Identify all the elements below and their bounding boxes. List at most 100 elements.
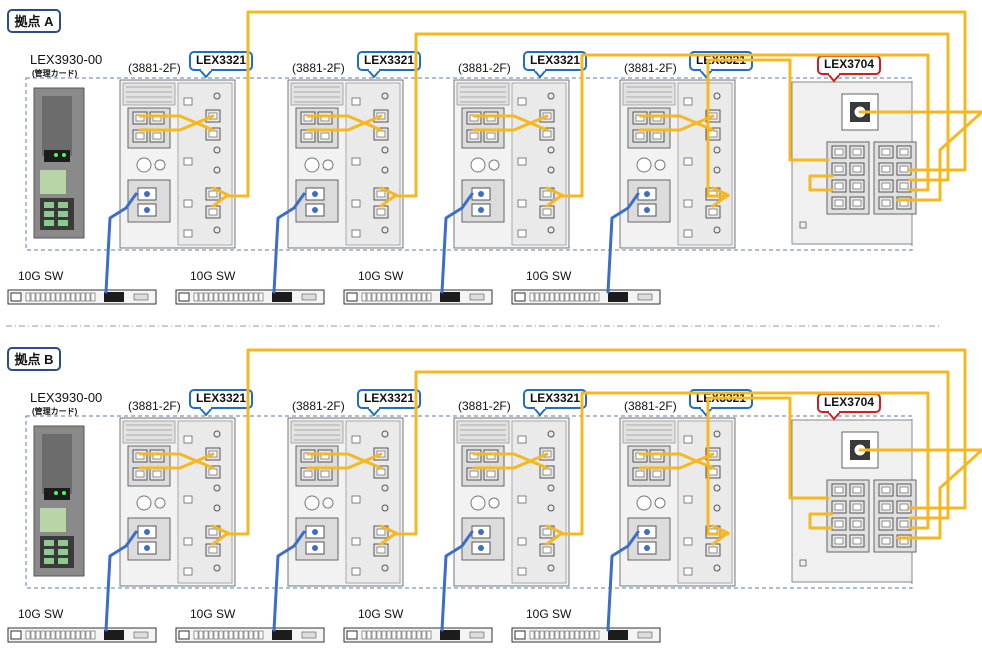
switch-label: 10G SW <box>526 607 572 621</box>
switch-device <box>175 627 325 643</box>
callout-text: LEX3321 <box>364 391 414 405</box>
switch-label: 10G SW <box>358 269 404 283</box>
fiber-patch <box>138 114 215 132</box>
fiber-patch <box>472 114 549 132</box>
copper-cable <box>272 530 306 632</box>
switch-device <box>511 627 661 643</box>
fiber-patch <box>138 114 215 132</box>
fiber-loop <box>808 174 834 192</box>
module-model-callout: LEX3321 <box>357 389 421 417</box>
module-floor-label: (3881-2F) <box>292 61 345 75</box>
fiber-patch <box>138 452 215 470</box>
fiber-trunk <box>394 370 950 536</box>
module-floor-label: (3881-2F) <box>458 399 511 413</box>
media-converter-module <box>119 79 236 249</box>
site-label-text: 拠点 B <box>14 352 53 367</box>
callout-text: LEX3704 <box>824 57 874 71</box>
fiber-trunk <box>394 32 950 198</box>
fiber-patch <box>138 452 215 470</box>
fiber-patch <box>638 114 715 132</box>
panel-model-callout: LEX3704 <box>817 393 881 421</box>
site-label: 拠点 B <box>7 347 61 371</box>
fiber-uplink <box>896 110 982 202</box>
media-converter-module <box>287 79 404 249</box>
copper-cable <box>440 530 474 632</box>
callout-text: LEX3321 <box>530 53 580 67</box>
fiber-patch <box>306 452 383 470</box>
fiber-patch <box>306 114 383 132</box>
module-floor-label: (3881-2F) <box>458 61 511 75</box>
site-label-text: 拠点 A <box>14 14 54 29</box>
module-floor-label: (3881-2F) <box>624 61 677 75</box>
switch-label: 10G SW <box>526 269 572 283</box>
fiber-trunk <box>226 10 967 198</box>
fiber-patch <box>472 452 549 470</box>
fiber-uplink <box>896 448 982 540</box>
fiber-patch <box>306 452 383 470</box>
switch-device <box>175 289 325 305</box>
switch-label: 10G SW <box>190 607 236 621</box>
media-converter-module <box>119 417 236 587</box>
fiber-loop <box>808 512 834 530</box>
fiber-patch <box>472 114 549 132</box>
switch-label: 10G SW <box>190 269 236 283</box>
site-label: 拠点 A <box>7 9 61 33</box>
module-model-callout: LEX3321 <box>357 51 421 79</box>
fiber-trunk <box>706 58 830 198</box>
switch-label: 10G SW <box>358 607 404 621</box>
callout-text: LEX3704 <box>824 395 874 409</box>
switch-device <box>343 627 493 643</box>
management-card <box>33 87 85 239</box>
media-converter-module <box>453 79 570 249</box>
panel-model-callout: LEX3704 <box>817 55 881 83</box>
copper-cable <box>104 530 138 632</box>
fiber-trunk <box>226 348 967 536</box>
fiber-patch <box>472 452 549 470</box>
media-converter-module <box>619 79 736 249</box>
switch-label: 10G SW <box>18 607 64 621</box>
module-floor-label: (3881-2F) <box>624 399 677 413</box>
module-model-callout: LEX3321 <box>523 389 587 417</box>
fiber-patch <box>638 452 715 470</box>
fiber-trunk <box>560 53 930 198</box>
callout-text: LEX3321 <box>196 53 246 67</box>
fiber-trunk <box>706 396 830 536</box>
mgmt-note-label: (管理カード) <box>32 406 78 416</box>
copper-cable <box>104 192 138 294</box>
patch-panel <box>791 81 917 245</box>
module-floor-label: (3881-2F) <box>128 399 181 413</box>
chassis-frame <box>25 415 913 589</box>
module-model-callout: LEX3321 <box>523 51 587 79</box>
copper-cable <box>272 192 306 294</box>
switch-device <box>7 627 157 643</box>
switch-label: 10G SW <box>18 269 64 283</box>
copper-cable <box>606 530 640 632</box>
patch-panel <box>791 419 917 583</box>
copper-cable <box>606 192 640 294</box>
media-converter-module <box>453 417 570 587</box>
switch-device <box>511 289 661 305</box>
mgmt-model-label: LEX3930-00 <box>30 52 102 67</box>
fiber-patch <box>306 114 383 132</box>
chassis-frame <box>25 77 913 251</box>
switch-device <box>343 289 493 305</box>
callout-text: LEX3321 <box>196 391 246 405</box>
module-model-callout: LEX3321 <box>189 51 253 79</box>
switch-device <box>7 289 157 305</box>
callout-text: LEX3321 <box>364 53 414 67</box>
copper-cable <box>440 192 474 294</box>
module-floor-label: (3881-2F) <box>128 61 181 75</box>
site-section: 拠点 A LEX3930-00(管理カード) (3881-2F) LEX3321 (38… <box>7 9 982 305</box>
module-model-callout: LEX3321 <box>189 389 253 417</box>
site-section: 拠点 B LEX3930-00(管理カード) (3881-2F) LEX3321 (38… <box>7 347 982 643</box>
module-floor-label: (3881-2F) <box>292 399 345 413</box>
fiber-patch <box>638 114 715 132</box>
fiber-trunk <box>560 391 930 536</box>
media-converter-module <box>619 417 736 587</box>
media-converter-module <box>287 417 404 587</box>
mgmt-note-label: (管理カード) <box>32 68 78 78</box>
management-card <box>33 425 85 577</box>
mgmt-model-label: LEX3930-00 <box>30 390 102 405</box>
fiber-patch <box>638 452 715 470</box>
